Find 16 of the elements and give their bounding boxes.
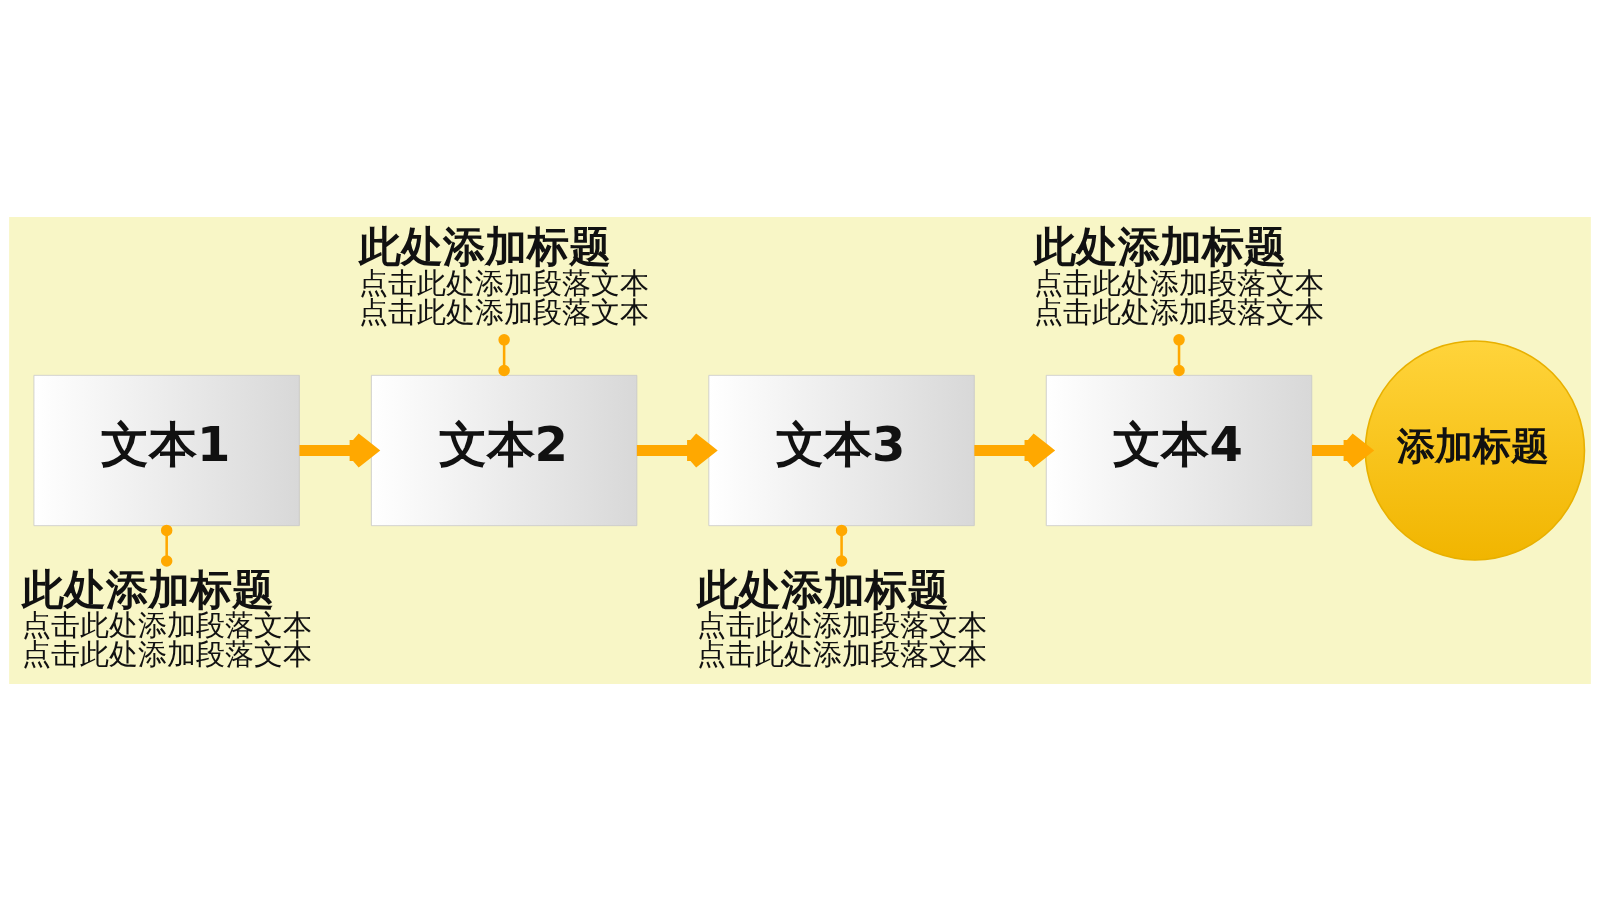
node-box: 文本2 bbox=[371, 374, 638, 526]
connector bbox=[160, 524, 173, 567]
node-text: 此处添加标题 点击此处添加段落文本 点击此处添加段落文本 bbox=[1034, 221, 1325, 329]
node-text: 此处添加标题 点击此处添加段落文本 点击此处添加段落文本 bbox=[359, 221, 650, 329]
node-circle: 添加标题 bbox=[1364, 339, 1586, 561]
node-text: 此处添加标题 点击此处添加段落文本 点击此处添加段落文本 bbox=[21, 564, 312, 671]
arrow bbox=[974, 431, 1052, 469]
connector bbox=[498, 333, 510, 376]
connector bbox=[835, 524, 848, 567]
node-box: 文本3 bbox=[708, 374, 975, 526]
arrow bbox=[636, 431, 715, 469]
arrow bbox=[1312, 431, 1371, 469]
node-box: 文本4 bbox=[1045, 374, 1313, 526]
node-box: 文本1 bbox=[33, 374, 300, 526]
connector bbox=[1173, 333, 1185, 376]
node-text: 此处添加标题 点击此处添加段落文本 点击此处添加段落文本 bbox=[696, 564, 987, 671]
